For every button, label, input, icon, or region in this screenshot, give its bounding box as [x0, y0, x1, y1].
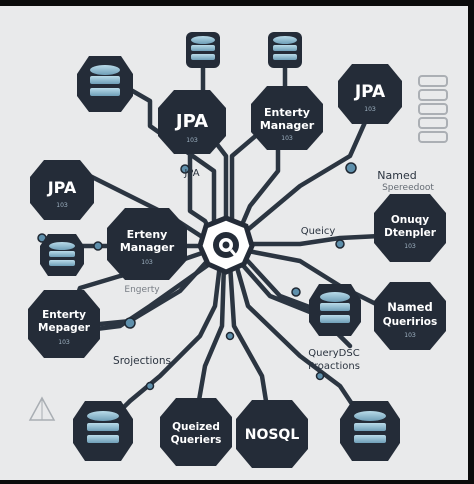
label-engerty: Engerty	[124, 285, 160, 295]
node-entity-mepager: Enterty Mepager 10З	[28, 290, 100, 358]
node-nosql: NOSQL	[236, 400, 308, 468]
faded-pyramid-icon	[28, 396, 56, 421]
node-entity-manager-top-sub: 10З	[281, 135, 293, 142]
label-querydsc-line1: QueryDSC	[308, 348, 359, 359]
label-quercy: Queicy	[301, 226, 336, 237]
node-nosql-title: NOSQL	[245, 427, 300, 443]
node-jpa-right-title: JPA	[354, 82, 386, 102]
node-jpa-left-sub: 10З	[56, 202, 68, 209]
node-entity-manager-left-sub: 10З	[141, 259, 153, 266]
node-entity-manager-left: Erteny Manager 10З	[107, 208, 187, 280]
node-entity-manager-left-line2: Manager	[120, 241, 175, 254]
node-queried-queriers-line1: Queized	[172, 421, 220, 433]
node-entity-manager-top-line1: Enterty	[264, 106, 310, 119]
node-query-dtenpler: Onuqy Dtenpler 10З	[374, 194, 446, 262]
database-icon	[268, 32, 302, 68]
database-icon	[340, 401, 400, 461]
label-querydsc-line2: Proactions	[308, 361, 360, 372]
node-query-dtenpler-line1: Onuqy	[391, 214, 429, 226]
node-entity-mepager-sub: 10З	[58, 339, 70, 346]
line-dots	[37, 162, 357, 391]
node-query-dtenpler-sub: 10З	[404, 243, 416, 250]
node-entity-mepager-line2: Mepager	[38, 322, 91, 334]
orm-diagram: JPA 10З Enterty Manager 10З JPA 10З JPA …	[28, 32, 448, 468]
node-named-queries-line2: Queririos	[383, 316, 438, 328]
node-entity-mepager-line1: Enterty	[42, 309, 86, 321]
node-queried-queriers: Queized Queriers	[160, 398, 232, 466]
node-named-queries: Named Queririos 10З	[374, 282, 446, 350]
database-icon	[77, 56, 133, 112]
database-icon	[73, 401, 133, 461]
top-border	[0, 0, 474, 6]
node-query-dtenpler-line2: Dtenpler	[384, 227, 437, 239]
center-hub	[197, 215, 255, 275]
diagram-canvas: JPA 10З Enterty Manager 10З JPA 10З JPA …	[0, 6, 468, 480]
node-jpa-left: JPA 10З	[30, 160, 94, 220]
label-jpa-mid: JPA	[183, 168, 199, 179]
database-icon	[186, 32, 220, 68]
connector-lines	[37, 57, 383, 429]
database-icon	[40, 234, 84, 276]
node-jpa-right: JPA 10З	[338, 64, 402, 124]
right-border	[468, 0, 474, 484]
faded-database-icon	[418, 75, 448, 143]
node-jpa-right-sub: 10З	[364, 106, 376, 113]
node-jpa-top: JPA 10З	[158, 90, 226, 154]
node-jpa-top-title: JPA	[174, 111, 208, 132]
bottom-border	[0, 480, 474, 484]
node-named-queries-sub: 10З	[404, 332, 416, 339]
label-named-line1: Named	[377, 169, 416, 182]
database-icon	[309, 284, 361, 336]
node-entity-manager-top-line2: Manager	[260, 119, 315, 132]
label-named-line2: Spereedoot	[382, 183, 434, 193]
node-entity-manager-left-line1: Erteny	[127, 228, 168, 241]
node-queried-queriers-line2: Queriers	[171, 434, 222, 446]
node-jpa-left-title: JPA	[47, 178, 77, 197]
label-srojections: Srojections	[113, 355, 171, 367]
node-entity-manager-top: Enterty Manager 10З	[251, 86, 323, 150]
node-named-queries-line1: Named	[387, 300, 432, 314]
node-jpa-top-sub: 10З	[186, 137, 198, 144]
